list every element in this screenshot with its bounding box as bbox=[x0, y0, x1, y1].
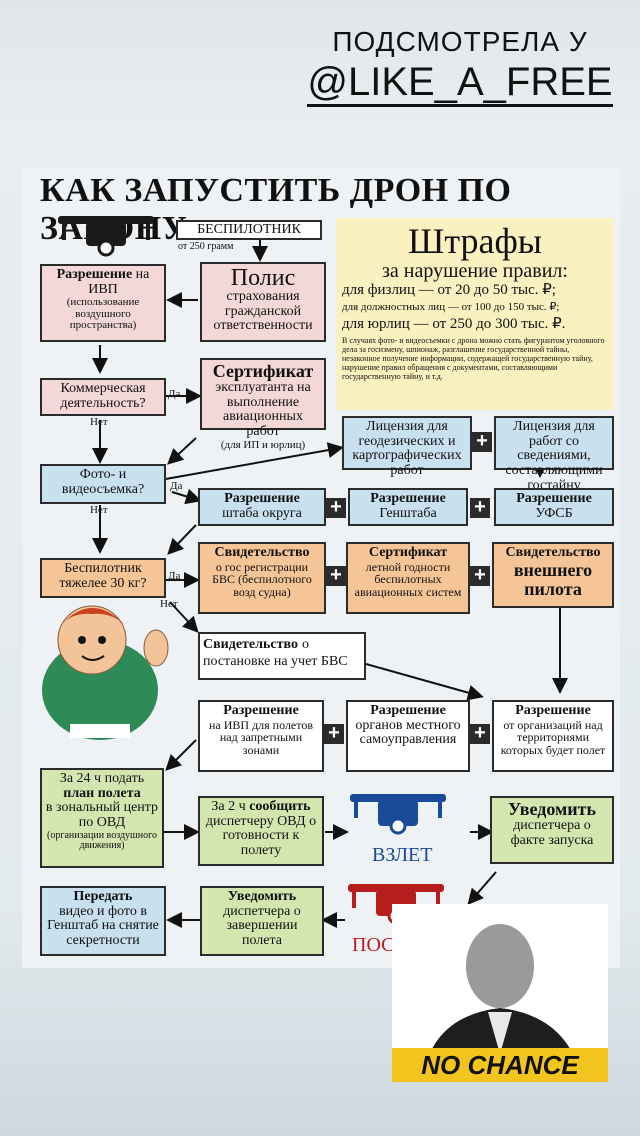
cert-fit-detail: летной годности беспилотных авиационных … bbox=[351, 561, 465, 599]
plus-icon: + bbox=[472, 432, 492, 452]
notify-ready-head: сообщить bbox=[249, 799, 310, 814]
registration-certificate-box: Свидетельство о гос регистрации БВС (бес… bbox=[198, 542, 326, 614]
fines-note: В случаях фото- и видеосъемки с дрона мо… bbox=[342, 336, 608, 381]
notify-ready-detail: диспетчеру ОВД о готовности к полету bbox=[203, 815, 319, 859]
cert-pilot-head: Свидетельство bbox=[497, 546, 609, 561]
plus-icon: + bbox=[326, 566, 346, 586]
cert-reg-detail: о гос регистрации БВС (беспилотного возд… bbox=[203, 561, 321, 599]
flight-plan-head: план полета bbox=[45, 787, 159, 802]
plus-icon: + bbox=[470, 724, 490, 744]
permit-owner-detail: от организаций над территориями которых … bbox=[497, 719, 609, 757]
pilot-certificate-box: Свидетельство внешнего пилота bbox=[492, 542, 614, 608]
drone-label: БЕСПИЛОТНИК bbox=[176, 220, 322, 240]
plus-icon: + bbox=[470, 498, 490, 518]
drone-top-icon bbox=[58, 216, 154, 255]
commercial-no: Нет bbox=[90, 416, 108, 428]
fines-subtitle: за нарушение правил: bbox=[342, 260, 608, 282]
notify-end-box: Уведомить диспетчера о завершении полета bbox=[200, 886, 324, 956]
permit-ufsb-box: Разрешение УФСБ bbox=[494, 488, 614, 526]
license-geodesy-box: Лицензия для геодезических и картографич… bbox=[342, 416, 472, 470]
cert-pilot-detail: внешнего пилота bbox=[497, 561, 609, 599]
fines-panel: Штрафы за нарушение правил: для физлиц —… bbox=[336, 218, 614, 410]
fines-companies: для юрлиц — от 250 до 300 тыс. ₽. bbox=[342, 316, 608, 333]
permit-staff-box: Разрешение штаба округа bbox=[198, 488, 326, 526]
flight-plan-note: (организации воздушного движения) bbox=[45, 831, 159, 852]
bvs-registration-box: Свидетельство о постановке на учет БВС bbox=[198, 632, 366, 680]
notify-launch-box: Уведомить диспетчера о факте запуска bbox=[490, 796, 614, 864]
commercial-yes: Да bbox=[168, 388, 180, 400]
cert-reg-head: Свидетельство bbox=[203, 546, 321, 561]
fines-officials: для должностных лиц — от 100 до 150 тыс.… bbox=[342, 299, 608, 316]
permit-local-head: Разрешение bbox=[351, 704, 465, 719]
policy-box: Полис страхования гражданской ответствен… bbox=[200, 262, 326, 342]
notify-launch-head: Уведомить bbox=[495, 800, 609, 819]
certificate-head: Сертификат bbox=[205, 362, 321, 381]
transfer-media-box: Передать видео и фото в Генштаб на сняти… bbox=[40, 886, 166, 956]
photo-question: Фото- и видеосъемка? bbox=[40, 464, 166, 504]
cert-fit-head: Сертификат bbox=[351, 546, 465, 561]
permit-restricted-zones-box: Разрешение на ИВП для полетов над запрет… bbox=[198, 700, 324, 772]
permit-staff-head: Разрешение bbox=[203, 492, 321, 507]
meme-caption: NO CHANCE bbox=[392, 1048, 608, 1082]
notify-launch-detail: диспетчера о факте запуска bbox=[495, 819, 609, 848]
takeoff-drone-icon bbox=[350, 794, 446, 833]
notify-end-detail: диспетчера о завершении полета bbox=[205, 905, 319, 949]
permit-ivp-box: Разрешение на ИВП (использование воздушн… bbox=[40, 264, 166, 342]
permit-ivp-detail: (использование воздушного пространства) bbox=[45, 297, 161, 332]
certificate-detail: эксплуатанта на выполнение авиационных р… bbox=[205, 381, 321, 440]
plus-icon: + bbox=[326, 498, 346, 518]
airworthiness-certificate-box: Сертификат летной годности беспилотных а… bbox=[346, 542, 470, 614]
permit-local-detail: органов местного самоуправления bbox=[351, 719, 465, 748]
permit-staff-detail: штаба округа bbox=[203, 507, 321, 522]
policy-detail: страхования гражданской ответственности bbox=[205, 290, 321, 334]
photo-no: Нет bbox=[90, 504, 108, 516]
drone-weight-note: от 250 грамм bbox=[178, 241, 233, 252]
policy-head: Полис bbox=[205, 266, 321, 290]
takeoff-label: ВЗЛЕТ bbox=[372, 844, 432, 867]
operator-certificate-box: Сертификат эксплуатанта на выполнение ав… bbox=[200, 358, 326, 430]
cert-bvs-head: Свидетельство bbox=[203, 637, 298, 652]
transfer-head: Передать bbox=[45, 890, 161, 905]
permit-gs-detail: Генштаба bbox=[353, 507, 463, 522]
permit-local-authority-box: Разрешение органов местного самоуправлен… bbox=[346, 700, 470, 772]
heavy-no: Нет bbox=[160, 598, 178, 610]
permit-ivp-head: Разрешение bbox=[57, 267, 133, 282]
permit-zones-detail: на ИВП для полетов над запретными зонами bbox=[203, 719, 319, 757]
flight-plan-box: За 24 ч подать план полета в зональный ц… bbox=[40, 768, 164, 868]
permit-gs-head: Разрешение bbox=[353, 492, 463, 507]
transfer-detail: видео и фото в Генштаб на снятие секретн… bbox=[45, 905, 161, 949]
plus-icon: + bbox=[470, 566, 490, 586]
permit-zones-head: Разрешение bbox=[203, 704, 319, 719]
heavy-yes: Да bbox=[168, 570, 180, 582]
permit-ufsb-detail: УФСБ bbox=[499, 507, 609, 522]
notify-ready-box: За 2 ч сообщить диспетчеру ОВД о готовно… bbox=[198, 796, 324, 866]
heavy-question: Беспилотник тяжелее 30 кг? bbox=[40, 558, 166, 598]
notify-end-head: Уведомить bbox=[205, 890, 319, 905]
cartoon-character-icon bbox=[42, 606, 168, 740]
flight-plan-detail: в зональный центр по ОВД bbox=[45, 801, 159, 830]
plus-icon: + bbox=[324, 724, 344, 744]
permit-owner-head: Разрешение bbox=[497, 704, 609, 719]
notify-ready-pre: За 2 ч bbox=[211, 799, 245, 814]
permit-general-staff-box: Разрешение Генштаба bbox=[348, 488, 468, 526]
permit-ufsb-head: Разрешение bbox=[499, 492, 609, 507]
permit-territory-owner-box: Разрешение от организаций над территория… bbox=[492, 700, 614, 772]
fines-title: Штрафы bbox=[342, 222, 608, 260]
flight-plan-pre: За 24 ч подать bbox=[45, 772, 159, 787]
certificate-note: (для ИП и юрлиц) bbox=[205, 440, 321, 452]
photo-yes: Да bbox=[170, 480, 182, 492]
commercial-question: Коммерческая деятельность? bbox=[40, 378, 166, 416]
fines-individuals: для физлиц — от 20 до 50 тыс. ₽; bbox=[342, 282, 608, 299]
license-secret-box: Лицензия для работ со сведениями, состав… bbox=[494, 416, 614, 470]
